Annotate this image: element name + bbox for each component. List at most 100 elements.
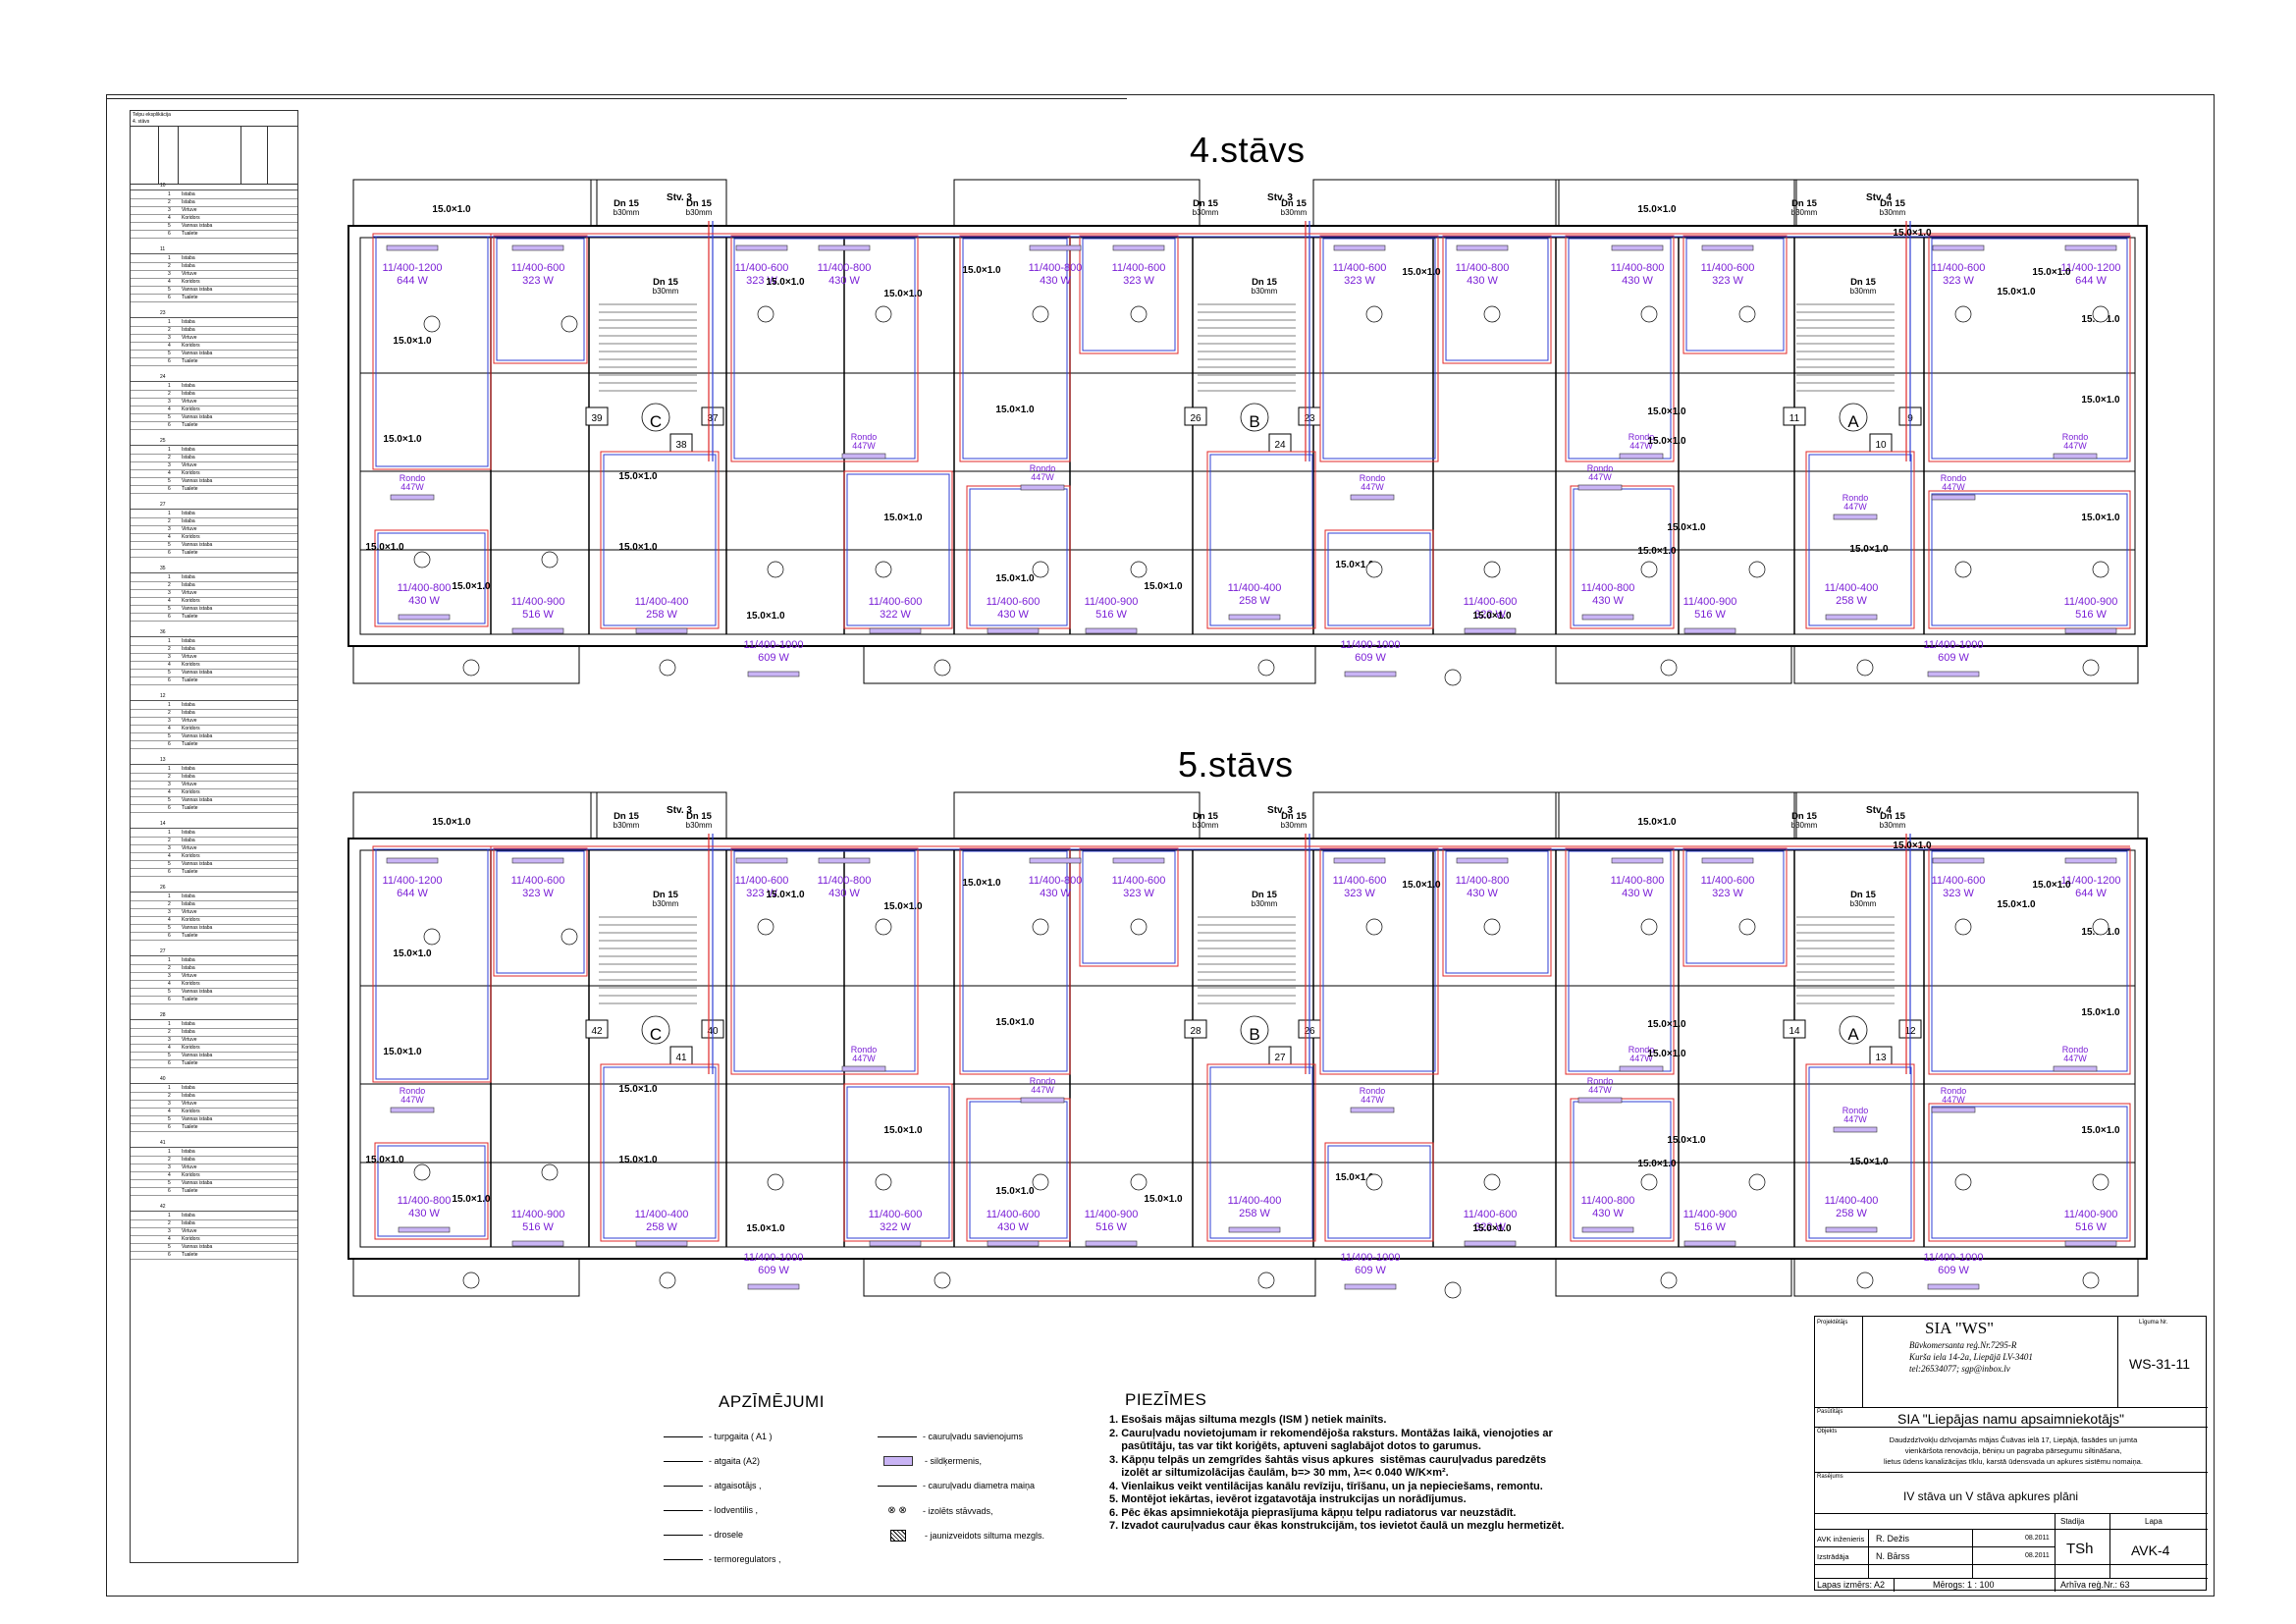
engineer-date: 08.2011 — [2025, 1535, 2050, 1542]
rondo-power: 447W — [1843, 1114, 1867, 1124]
room-number-marker — [2082, 659, 2100, 677]
supply-pipe — [730, 235, 919, 462]
pipe-size-label: 15.0×1.0 — [883, 513, 923, 523]
return-pipe — [1808, 454, 1912, 626]
rondo-label: Rondo — [1842, 493, 1869, 503]
balcony — [1793, 645, 2139, 684]
radiator-type: 11/400-1000 — [1341, 639, 1401, 651]
dn-insulation: b30mm — [1791, 821, 1818, 830]
radiator-type: 11/400-800 — [1581, 582, 1635, 594]
radiator-power: 609 W — [1355, 1265, 1386, 1276]
supply-pipe — [1324, 529, 1434, 629]
balcony — [953, 179, 1201, 227]
radiator-power: 323 W — [1123, 275, 1154, 287]
room-number-marker — [1640, 305, 1658, 323]
pipe-size-label: 15.0×1.0 — [1637, 1159, 1677, 1169]
schedule-apartment: 25 — [131, 438, 297, 446]
radiator-type: 11/400-600 — [1112, 262, 1166, 274]
drawing-name: IV stāva un V stāva apkures plāni — [1903, 1489, 2079, 1503]
return-pipe — [1322, 238, 1436, 460]
riser-number: 13 — [1875, 1053, 1887, 1063]
company-address: Kurša iela 14-2a, Liepājā LV-3401 — [1909, 1352, 2033, 1362]
supply-pipe — [730, 847, 919, 1075]
company-name: SIA "WS" — [1925, 1319, 1995, 1337]
legend-symbol — [664, 1509, 703, 1511]
radiator-type: 11/400-400 — [635, 1209, 689, 1220]
pipe-size-label: 15.0×1.0 — [1335, 560, 1374, 570]
note-line: 6. Pēc ēkas apsimniekotāja pieprasījuma … — [1109, 1506, 1517, 1519]
room-number-marker — [1032, 561, 1049, 578]
legend-item: - drosele — [664, 1530, 743, 1540]
schedule-apartment: 24 — [131, 374, 297, 382]
room-number-marker — [541, 1164, 559, 1181]
pipe-size-label: 15.0×1.0 — [995, 1186, 1035, 1197]
legend-text: - lodventilis , — [709, 1505, 759, 1515]
room-number-marker — [1660, 1272, 1678, 1289]
radiator-power: 323 W — [522, 275, 554, 287]
legend-symbol — [878, 1485, 917, 1487]
radiator — [841, 1065, 886, 1072]
supply-pipe — [1682, 847, 1788, 967]
balcony — [1312, 791, 1560, 839]
dn-label: Dn 15 — [1281, 198, 1308, 209]
radiator-type: 11/400-1200 — [2061, 262, 2121, 274]
radiator — [1581, 614, 1634, 621]
balcony — [352, 645, 580, 684]
radiator — [1683, 1240, 1736, 1247]
pipe-size-label: 15.0×1.0 — [746, 1223, 785, 1234]
radiator — [735, 244, 788, 251]
pipe-size-label: 15.0×1.0 — [1472, 1223, 1512, 1234]
legend-text: - cauruļvadu savienojums — [923, 1432, 1024, 1441]
rondo-power: 447W — [2063, 1054, 2087, 1063]
legend-item: - turpgaita ( A1 ) — [664, 1432, 773, 1441]
schedule-apartment: 14 — [131, 821, 297, 829]
radiator — [987, 1240, 1040, 1247]
rondo-label: Rondo — [1030, 463, 1056, 473]
pipe-size-label: 15.0×1.0 — [393, 948, 432, 959]
drawing-label: Rasējums — [1817, 1474, 1843, 1480]
client-label: Pasūtītājs — [1817, 1409, 1843, 1415]
radiator-type: 11/400-1200 — [2061, 875, 2121, 887]
dn-insulation: b30mm — [1850, 287, 1877, 296]
supply-pipe — [1928, 1103, 2131, 1242]
radiator — [1833, 1126, 1878, 1133]
pipe-size-label: 15.0×1.0 — [2032, 880, 2071, 891]
riser-name: Stv. 4 — [1866, 805, 1892, 816]
schedule-floor-label: 4. stāvs — [133, 119, 150, 125]
pipe-size-label: 15.0×1.0 — [1667, 522, 1706, 533]
building-inner-wall — [359, 237, 2136, 635]
room-number-marker — [2092, 918, 2109, 936]
pipe-size-label: 15.0×1.0 — [962, 878, 1001, 889]
radiator-type: 11/400-600 — [1701, 262, 1755, 274]
radiator — [1029, 244, 1082, 251]
riser-number: 26 — [1190, 413, 1201, 424]
balcony — [590, 179, 727, 227]
room-number-marker — [659, 1272, 676, 1289]
balcony — [1555, 179, 1797, 227]
radiator — [1825, 1226, 1878, 1233]
room-number-marker — [1130, 561, 1148, 578]
radiator — [1344, 671, 1397, 677]
balcony — [352, 791, 598, 839]
room-number-marker — [1257, 659, 1275, 677]
radiator-power: 323 W — [1712, 888, 1743, 899]
radiator — [1228, 1226, 1281, 1233]
pipe-size-label: 15.0×1.0 — [1647, 406, 1686, 417]
section-letter: C — [650, 1025, 662, 1044]
